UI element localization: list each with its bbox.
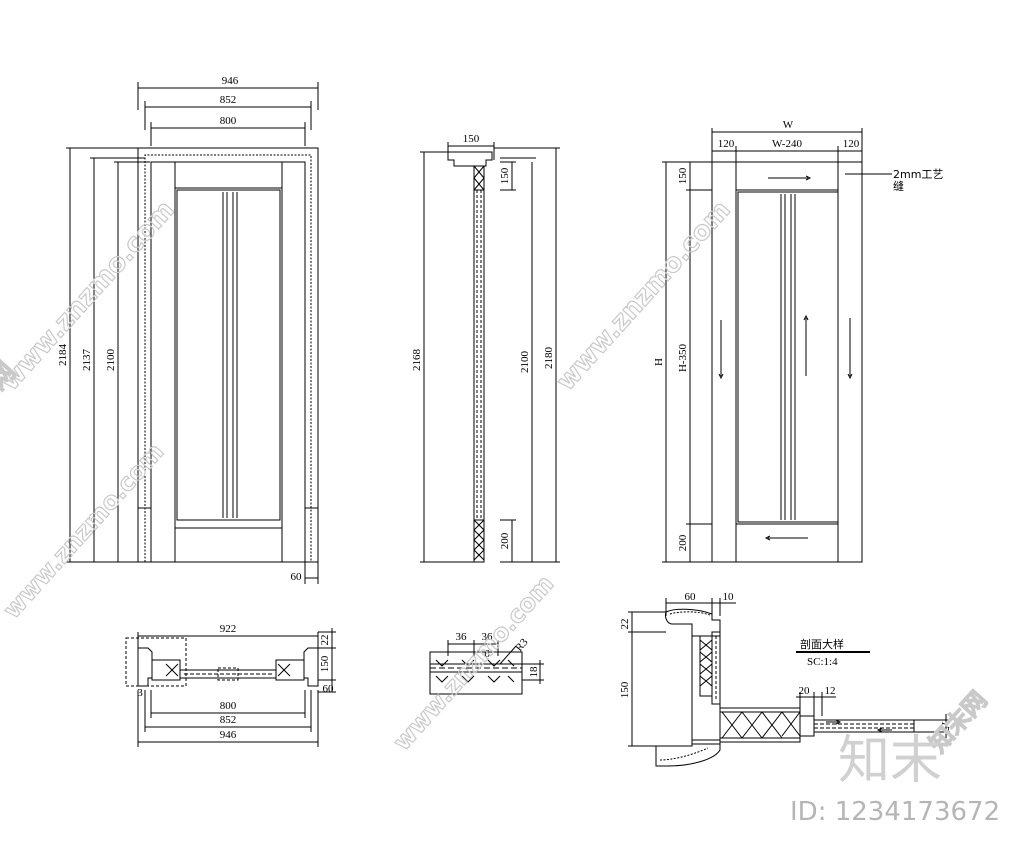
dim-r3: R3 — [513, 636, 531, 654]
dim-h-350: H-350 — [677, 343, 689, 372]
watermark-logo: 知末 — [838, 731, 942, 791]
dim-2100-right: 2100 — [519, 351, 531, 374]
detail-small: 36 36 6 R3 18 — [430, 631, 544, 694]
watermark-url-2: www.znzmo.com — [551, 195, 737, 397]
note-craft-seam: 2mm工艺 — [893, 168, 943, 181]
dim-22: 22 — [319, 635, 331, 646]
dim-60: 60 — [291, 571, 303, 583]
dim-120-left: 120 — [718, 138, 735, 150]
dim-22-detail: 22 — [619, 619, 631, 630]
dim-12-detail: 12 — [825, 685, 836, 697]
dim-946: 946 — [222, 75, 239, 87]
dim-w-240: W-240 — [772, 138, 802, 150]
dim-852-plan: 852 — [220, 714, 237, 726]
watermark-id: ID: 1234173672 — [790, 797, 1000, 827]
dim-946-plan: 946 — [220, 729, 237, 741]
dim-20-detail: 20 — [799, 685, 811, 697]
dim-150-detail: 150 — [619, 681, 631, 698]
leaf-view: W 120 W-240 120 2mm工艺 缝 H 150 H-350 200 — [653, 119, 943, 562]
watermark-url-3: www.znzmo.com — [0, 438, 169, 624]
section-detail-scale: SC:1:4 — [807, 656, 838, 668]
dim-18: 18 — [528, 666, 540, 678]
dim-2180-right: 2180 — [543, 347, 555, 370]
watermark-url-4: www.znzmo.com — [388, 570, 560, 756]
dim-3: 3 — [137, 687, 143, 699]
dim-2168: 2168 — [411, 349, 423, 372]
dim-800: 800 — [220, 115, 237, 127]
dim-2184: 2184 — [57, 344, 69, 367]
dim-36-b: 36 — [482, 631, 494, 643]
dim-852: 852 — [220, 94, 237, 106]
dim-6: 6 — [484, 648, 490, 660]
dim-h: H — [653, 358, 665, 366]
side-section: 150 2168 150 200 2100 2180 — [411, 133, 560, 562]
dim-150-plan: 150 — [319, 655, 331, 672]
dim-150-right: 150 — [499, 167, 511, 184]
dim-15-detail: 15 — [939, 721, 951, 733]
plan-view: 922 22 150 60 3 800 852 946 — [126, 623, 336, 747]
dim-150-leaf: 150 — [677, 167, 689, 184]
dim-10-detail: 10 — [723, 591, 735, 603]
dim-36-a: 36 — [456, 631, 468, 643]
dim-2137: 2137 — [81, 349, 93, 372]
watermarks: www.znzmo.com 知末网 www.znzmo.com www.znzm… — [0, 194, 1000, 827]
dim-922: 922 — [220, 623, 237, 635]
dim-60-plan: 60 — [323, 683, 335, 695]
dim-120-right: 120 — [843, 138, 860, 150]
dim-2100: 2100 — [105, 349, 117, 372]
dim-60-detail: 60 — [685, 591, 697, 603]
dim-200-right: 200 — [499, 532, 511, 549]
dim-w: W — [783, 119, 794, 131]
front-view: 946 852 800 2184 2137 2100 60 — [57, 75, 318, 584]
dim-800-plan: 800 — [220, 700, 237, 712]
section-detail-title: 剖面大样 — [800, 637, 844, 651]
dim-150-top: 150 — [463, 133, 480, 145]
note-seam: 缝 — [893, 179, 904, 193]
dim-200-leaf: 200 — [677, 534, 689, 551]
section-detail: 60 10 22 150 20 12 15 — [619, 591, 951, 766]
